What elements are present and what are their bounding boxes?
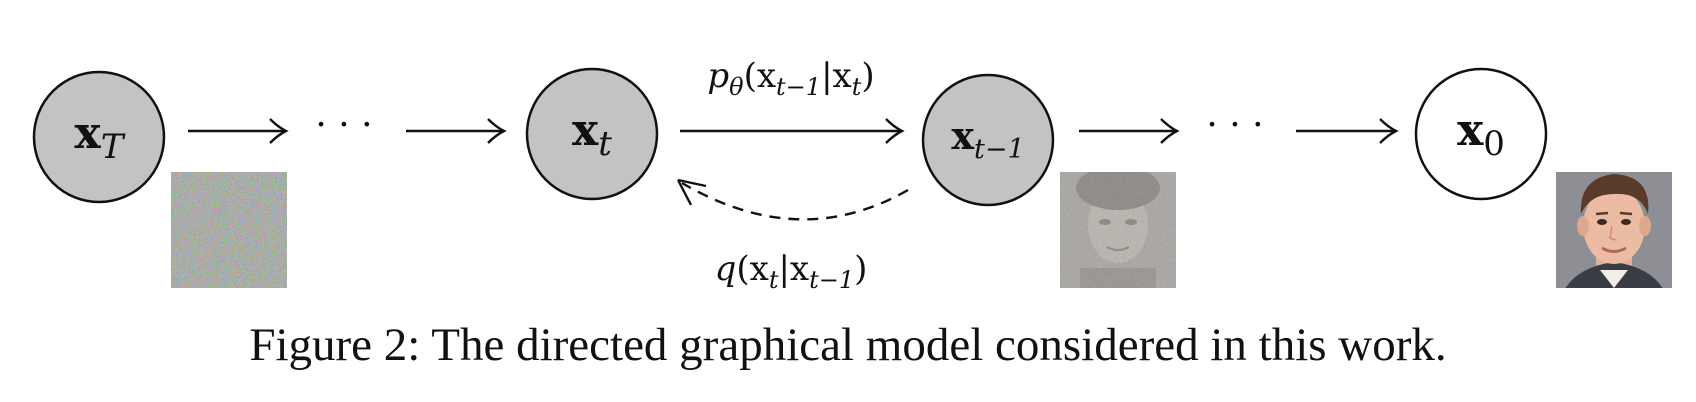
figure-caption: Figure 2: The directed graphical model c… xyxy=(0,318,1696,372)
svg-text:xt: xt xyxy=(572,105,612,164)
svg-text:x0: x0 xyxy=(1457,105,1505,164)
arrow-xtm1-to-ellipsis xyxy=(1079,118,1180,144)
svg-text:xT: xT xyxy=(75,108,126,167)
caption-label: Figure 2: xyxy=(249,319,421,371)
svg-text:xt−1: xt−1 xyxy=(951,113,1024,165)
forward-process-label: q(xt|xt−1) xyxy=(715,249,868,294)
ellipsis-right: · · · xyxy=(1206,105,1263,146)
node-xt: xt xyxy=(525,67,659,201)
arrow-ellipsis-to-xt xyxy=(406,118,507,144)
node-xtm1: xt−1 xyxy=(921,73,1055,207)
arrow-ellipsis-to-x0 xyxy=(1296,118,1399,144)
noisy-face-image-xtm1 xyxy=(1060,172,1176,288)
ellipsis-left: · · · xyxy=(315,105,372,146)
arrow-reverse-process xyxy=(680,118,905,144)
node-xT: xT xyxy=(32,70,166,204)
clean-face-image-x0 xyxy=(1556,172,1672,288)
noise-image-xT xyxy=(171,172,287,288)
reverse-process-label: pθ(xt−1|xt) xyxy=(707,56,874,101)
node-x0: x0 xyxy=(1414,67,1548,201)
arrow-xT-to-ellipsis xyxy=(188,118,289,144)
caption-text: The directed graphical model considered … xyxy=(431,319,1447,371)
arrow-forward-process xyxy=(676,178,909,221)
